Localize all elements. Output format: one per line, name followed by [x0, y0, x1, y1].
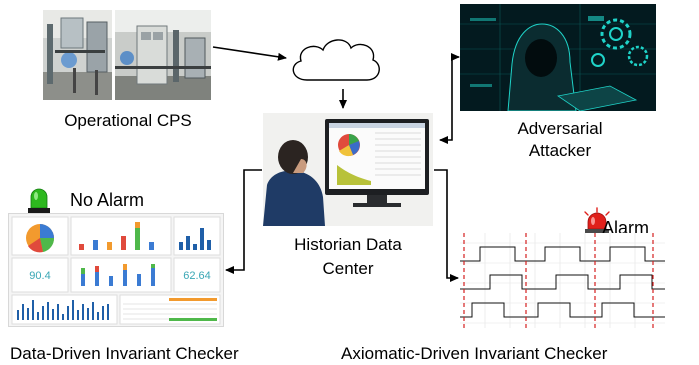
cps-photo-right: [115, 10, 211, 100]
adversarial-attacker-label-line2: Attacker: [528, 141, 592, 160]
no-alarm-label: No Alarm: [70, 190, 145, 210]
data-driven-dashboard: 90.4 62.64: [8, 213, 224, 327]
dashboard-kpi-left: 90.4: [29, 270, 51, 282]
data-driven-checker-label: Data-Driven Invariant Checker: [10, 344, 239, 363]
arrow-attacker-historian: [439, 53, 460, 144]
operational-cps-label: Operational CPS: [64, 111, 192, 130]
red-alarm-beacon-icon: [580, 207, 614, 235]
axiomatic-waveform-panel: [460, 233, 665, 328]
arrow-cps-to-cloud: [212, 46, 287, 61]
green-beacon-icon: [26, 186, 52, 214]
historian-photo: [263, 113, 433, 226]
axiomatic-checker-label: Axiomatic-Driven Invariant Checker: [341, 344, 608, 363]
arrow-historian-to-data-driven: [225, 169, 262, 274]
adversarial-attacker-label-line1: Adversarial: [517, 119, 603, 138]
dashboard-kpi-right: 62.64: [183, 270, 211, 282]
adversarial-attacker-image: [460, 4, 656, 111]
arrow-historian-to-axiomatic: [434, 169, 459, 282]
historian-label-line1: Historian Data: [294, 235, 402, 254]
historian-label-line2: Center: [322, 259, 374, 278]
cloud-icon: [285, 32, 385, 90]
cps-photo-left: [43, 10, 112, 100]
